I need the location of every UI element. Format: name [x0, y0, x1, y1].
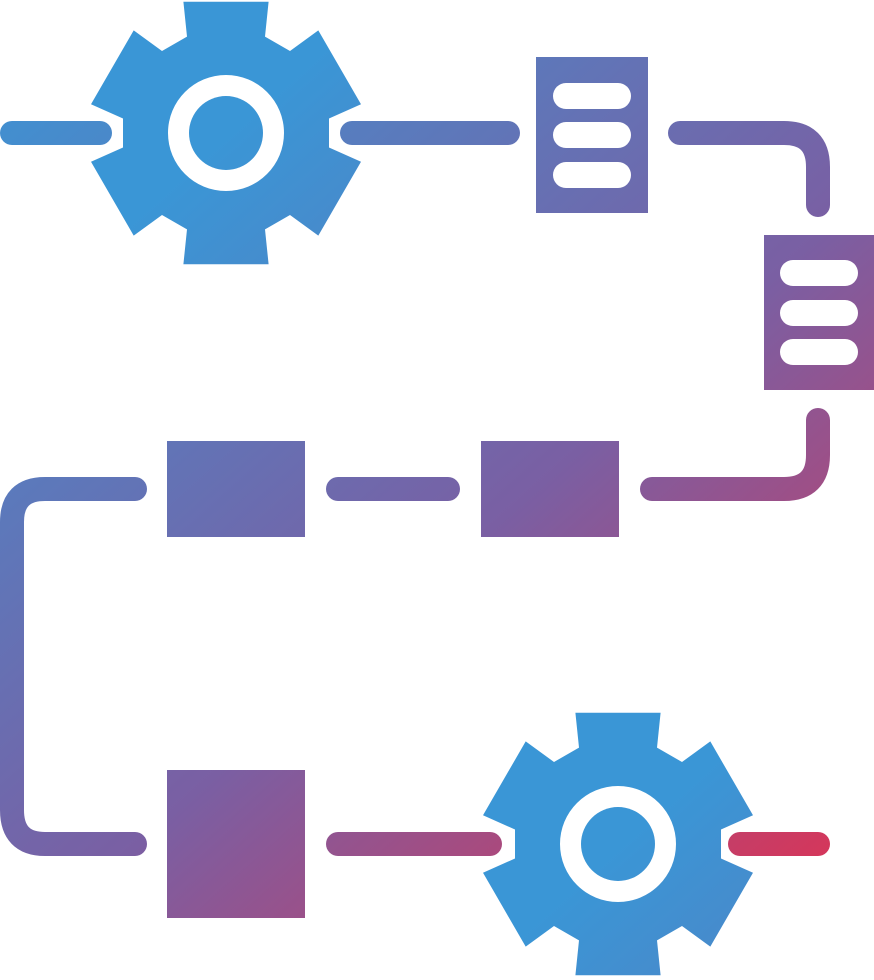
doc-to-doc-connector — [668, 121, 830, 217]
doc-to-block-connector — [640, 408, 830, 501]
end-gear-icon — [483, 712, 753, 976]
gear-hub — [189, 96, 263, 170]
document-icon — [764, 235, 874, 390]
gear-hub — [581, 807, 655, 881]
connector-lines — [0, 121, 830, 856]
start-gear-icon — [91, 1, 361, 265]
process-block — [167, 770, 305, 918]
document-icon — [536, 57, 648, 213]
process-block — [481, 441, 619, 537]
left-loop-connector — [0, 477, 147, 856]
process-block — [167, 441, 305, 537]
